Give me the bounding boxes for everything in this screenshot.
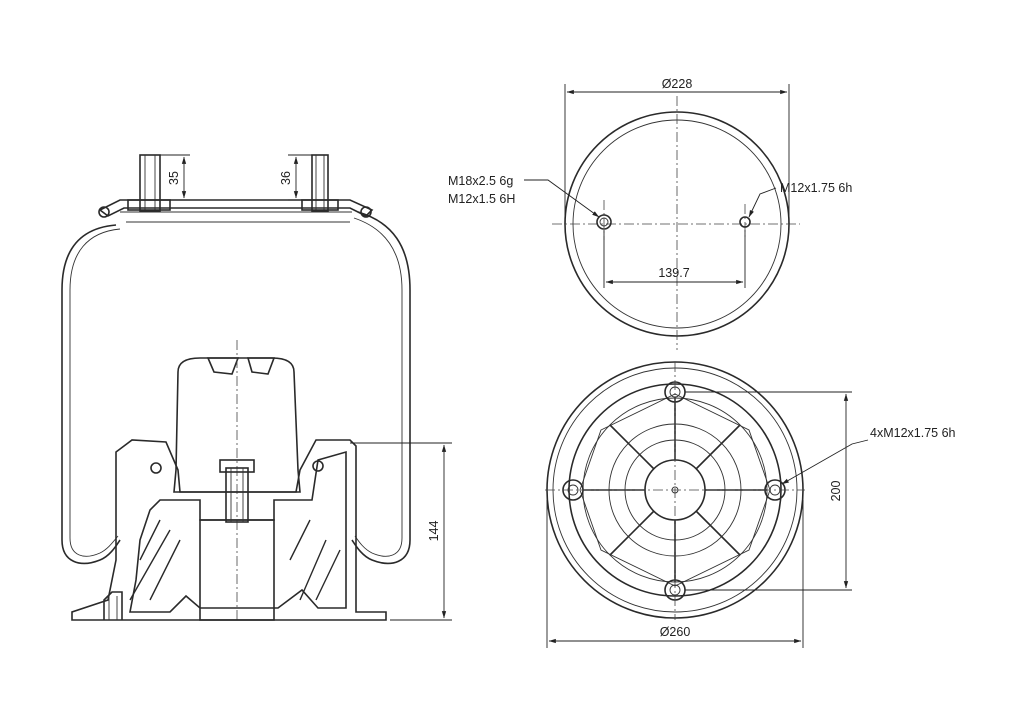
left-stud (139, 154, 161, 212)
bellows-outline-right (351, 211, 411, 565)
top-bead-plate (98, 199, 374, 217)
dim-height: 144 (427, 521, 441, 542)
dim-hole-spacing: 139.7 (658, 266, 689, 280)
bottom-view: 200 Ø260 4xM12x1.75 6h (545, 361, 956, 648)
side-section-view: 35 36 144 (61, 154, 452, 621)
top-hole-left (596, 214, 612, 230)
center-bolt (225, 467, 249, 523)
thread-holes-label: 4xM12x1.75 6h (870, 426, 956, 440)
top-view: Ø228 139.7 M18x2.5 6g M12x1.5 6H M12x1.7… (448, 77, 852, 350)
dim-right-stud: 36 (279, 171, 293, 185)
top-hole-right (739, 216, 751, 228)
bellows-inner-right (353, 217, 403, 557)
dim-square: 200 (829, 481, 843, 502)
dim-top-diameter: Ø228 (662, 77, 693, 91)
bump-stop (173, 357, 301, 493)
piston (71, 439, 387, 621)
bellows-outline (61, 224, 121, 565)
bellows-inner (69, 228, 121, 557)
thread-label-right: M12x1.75 6h (780, 181, 852, 195)
dim-left-stud: 35 (167, 171, 181, 185)
thread-label-left-1: M18x2.5 6g (448, 174, 513, 188)
right-stud (311, 154, 329, 212)
thread-label-left-2: M12x1.5 6H (448, 192, 515, 206)
dim-base-diameter: Ø260 (660, 625, 691, 639)
